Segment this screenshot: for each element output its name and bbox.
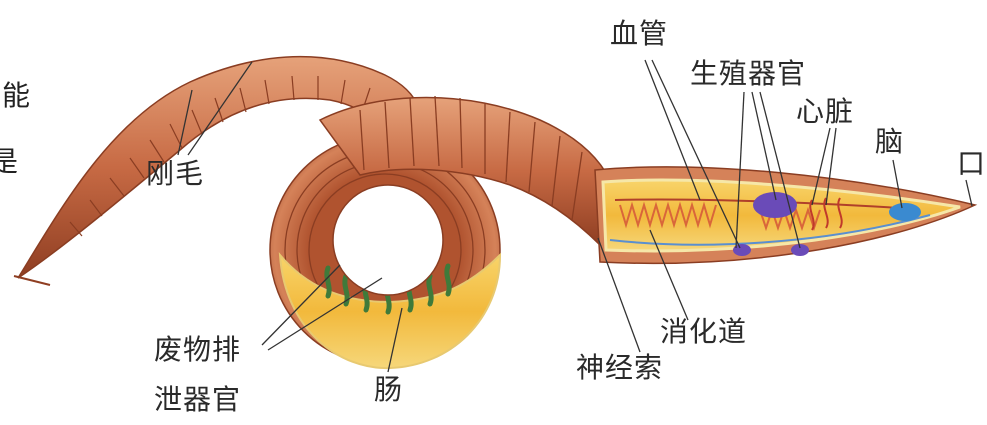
brain-structure [889,203,921,221]
label-blood-vessel: 血管 [610,20,668,48]
label-digestive-tract: 消化道 [660,318,747,346]
label-excretory-line2: 泄器官 [154,386,241,414]
coil-hole [333,185,443,295]
edge-text-top: 能 [2,82,30,110]
label-excretory-line1: 废物排 [154,336,241,364]
label-heart: 心脏 [796,98,854,126]
label-nerve-cord: 神经索 [576,354,663,382]
label-bristles: 刚毛 [146,160,204,188]
edge-text-bottom: 是 [0,148,18,176]
label-mouth: 口 [957,150,986,178]
label-brain: 脑 [875,128,904,156]
label-intestine: 肠 [374,376,403,404]
label-reproductive-organs: 生殖器官 [690,60,806,88]
